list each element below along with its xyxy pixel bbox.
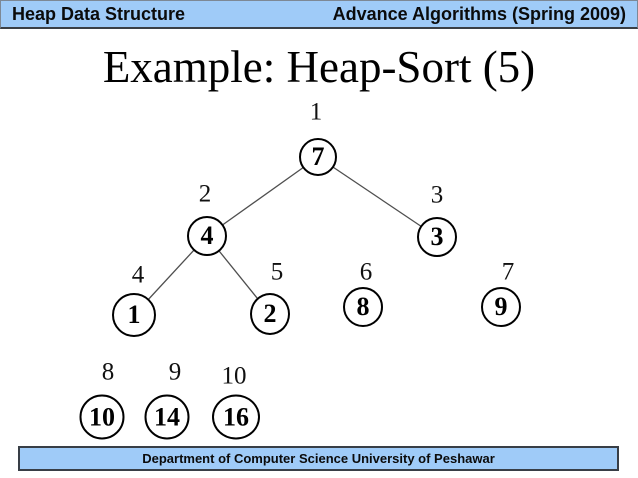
header-right-text: Advance Algorithms (Spring 2009)	[332, 3, 626, 24]
tree-node-value-1: 1	[112, 293, 156, 337]
header-bar: Heap Data Structure Advance Algorithms (…	[0, 0, 638, 29]
header-left-text: Heap Data Structure	[12, 3, 186, 24]
node-value: 16	[223, 402, 249, 431]
footer-bar: Department of Computer Science Universit…	[18, 446, 619, 471]
edge-1-2	[206, 156, 319, 237]
node-index-label-9: 9	[168, 358, 182, 386]
tree-node-value-4: 4	[187, 216, 227, 256]
node-index-label-10: 10	[221, 362, 247, 390]
node-index-label-2: 2	[198, 180, 212, 208]
node-index-label-5: 5	[270, 258, 284, 286]
node-value: 3	[430, 222, 444, 251]
tree-node-value-9: 9	[481, 287, 521, 327]
node-value: 2	[263, 299, 277, 328]
tree-node-value-7: 7	[299, 138, 337, 176]
tree-node-value-2: 2	[250, 293, 290, 335]
node-index-label-7: 7	[501, 258, 515, 286]
node-value: 10	[89, 402, 115, 431]
node-value: 7	[311, 142, 325, 171]
tree-node-value-16: 16	[212, 394, 260, 440]
node-value: 1	[127, 300, 141, 329]
node-index-label-8: 8	[101, 358, 115, 386]
node-index-label-3: 3	[430, 181, 444, 209]
node-index-label-1: 1	[309, 98, 323, 126]
node-value: 9	[494, 292, 508, 321]
node-value: 8	[356, 292, 370, 321]
node-value: 14	[154, 402, 180, 431]
edge-1-3	[317, 156, 438, 238]
tree-node-value-14: 14	[144, 394, 190, 440]
footer-text: Department of Computer Science Universit…	[142, 451, 495, 466]
slide-title: Example: Heap-Sort (5)	[102, 42, 536, 92]
tree-node-value-10: 10	[79, 394, 125, 440]
tree-node-value-8: 8	[343, 287, 383, 327]
node-index-label-4: 4	[131, 261, 145, 289]
tree-node-value-3: 3	[417, 217, 457, 257]
node-index-label-6: 6	[359, 258, 373, 286]
node-value: 4	[200, 221, 214, 250]
